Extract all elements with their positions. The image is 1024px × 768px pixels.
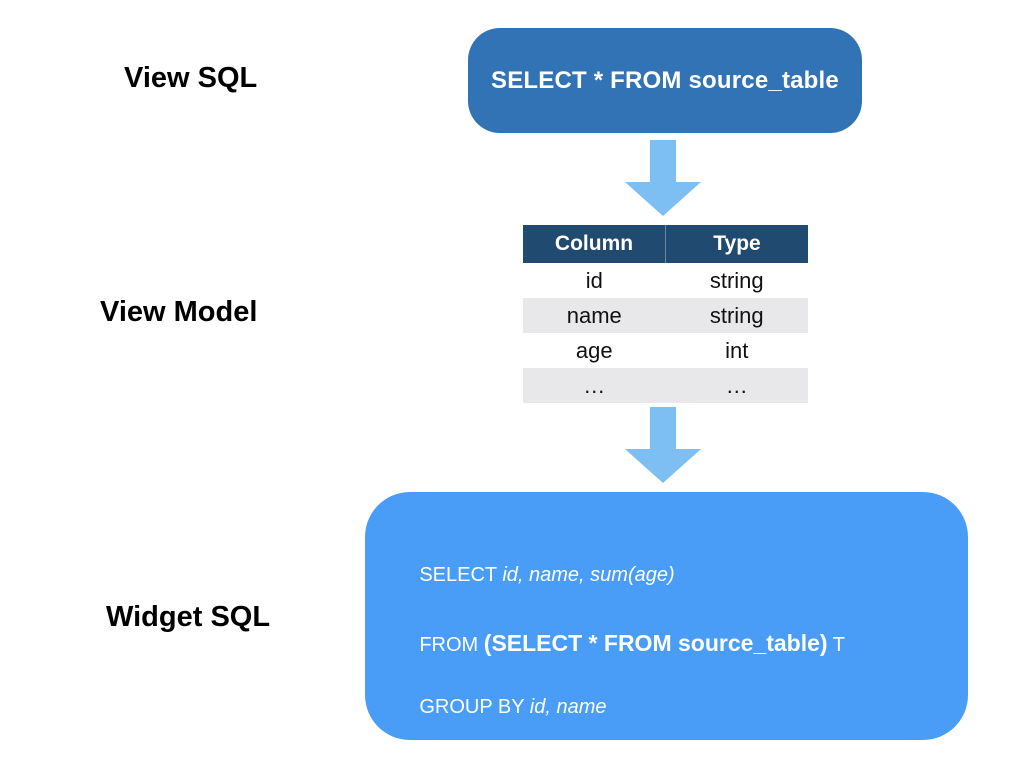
- column-cell: …: [523, 368, 666, 403]
- widget-sql-from-line: FROM (SELECT * FROM source_table) T: [386, 607, 845, 680]
- table-row: id string: [523, 263, 808, 298]
- view-model-table: Column Type id string name string age in…: [523, 225, 808, 403]
- sql-alias: T: [827, 634, 845, 656]
- view-sql-box: SELECT * FROM source_table: [468, 28, 862, 133]
- sql-groupby-args: id, name: [529, 696, 607, 718]
- type-cell: string: [665, 298, 808, 333]
- down-arrow-icon: [625, 140, 701, 216]
- widget-sql-select-line: SELECT id, name, sum(age): [386, 541, 675, 610]
- type-cell: string: [665, 263, 808, 298]
- type-header: Type: [665, 225, 808, 263]
- table-header-row: Column Type: [523, 225, 808, 263]
- view-sql-query-text: SELECT * FROM source_table: [491, 66, 839, 94]
- type-cell: …: [665, 368, 808, 403]
- widget-sql-groupby-line: GROUP BY id, name: [386, 673, 606, 742]
- sql-keyword: GROUP BY: [419, 696, 530, 718]
- view-sql-label: View SQL: [124, 62, 258, 94]
- widget-sql-label: Widget SQL: [106, 601, 271, 633]
- sql-subquery: (SELECT * FROM source_table): [483, 630, 828, 656]
- table-row: … …: [523, 368, 808, 403]
- table-row: age int: [523, 333, 808, 368]
- sql-keyword: SELECT: [419, 564, 503, 586]
- view-model-label: View Model: [100, 296, 258, 328]
- column-header: Column: [523, 225, 666, 263]
- sql-select-args: id, name, sum(age): [502, 564, 675, 586]
- table-row: name string: [523, 298, 808, 333]
- column-cell: age: [523, 333, 666, 368]
- type-cell: int: [665, 333, 808, 368]
- down-arrow-icon: [625, 407, 701, 483]
- widget-sql-box: SELECT id, name, sum(age) FROM (SELECT *…: [365, 492, 968, 740]
- column-cell: id: [523, 263, 666, 298]
- column-cell: name: [523, 298, 666, 333]
- sql-keyword: FROM: [419, 634, 484, 656]
